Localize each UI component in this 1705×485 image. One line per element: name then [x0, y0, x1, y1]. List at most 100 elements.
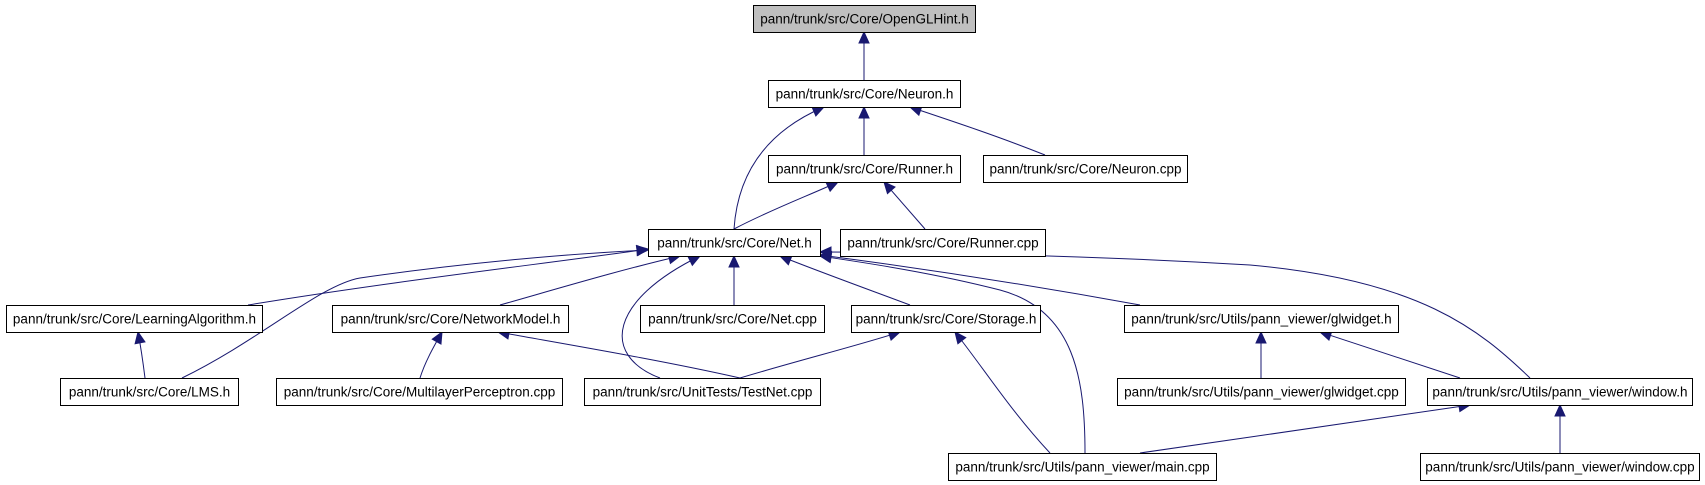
edge-line: [499, 255, 681, 306]
edge-line: [247, 248, 649, 306]
node-neuron-cpp[interactable]: pann/trunk/src/Core/Neuron.cpp: [983, 155, 1188, 183]
node-label: pann/trunk/src/Core/Runner.cpp: [847, 236, 1038, 251]
edge-layer: [134, 30, 1566, 454]
node-box: [1420, 453, 1700, 481]
node-label: pann/trunk/src/Utils/pann_viewer/window.…: [1432, 385, 1687, 400]
node-neuron-h[interactable]: pann/trunk/src/Core/Neuron.h: [768, 80, 961, 108]
node-box: [584, 378, 821, 406]
node-label: pann/trunk/src/Core/Neuron.h: [776, 87, 954, 102]
arrowhead: [954, 331, 967, 345]
node-box: [276, 378, 563, 406]
node-label: pann/trunk/src/Core/Runner.h: [776, 162, 953, 177]
node-label: pann/trunk/src/Core/Net.h: [657, 236, 812, 251]
edge-runner_h-to-neuron_h: [858, 105, 870, 155]
edge-storage_h-to-net_h: [778, 254, 911, 306]
node-box: [6, 305, 263, 333]
node-testnet-cpp[interactable]: pann/trunk/src/UnitTests/TestNet.cpp: [584, 378, 821, 406]
node-window-cpp[interactable]: pann/trunk/src/Utils/pann_viewer/window.…: [1420, 453, 1700, 481]
edge-line: [497, 331, 741, 379]
arrowhead: [636, 244, 650, 257]
node-runner-cpp[interactable]: pann/trunk/src/Core/Runner.cpp: [840, 229, 1046, 257]
node-glwidget-cpp[interactable]: pann/trunk/src/Utils/pann_viewer/glwidge…: [1117, 378, 1406, 406]
edge-main_cpp-to-net_h: [818, 251, 1086, 454]
node-mlp-cpp[interactable]: pann/trunk/src/Core/MultilayerPerceptron…: [276, 378, 563, 406]
node-label: pann/trunk/src/Core/LMS.h: [69, 385, 230, 400]
node-box: [640, 305, 825, 333]
edge-line: [733, 106, 825, 230]
node-box: [768, 155, 961, 183]
node-box: [1124, 305, 1399, 333]
node-box: [768, 80, 961, 108]
node-box: [1427, 378, 1693, 406]
edge-glwidget_h-to-net_h: [818, 250, 1141, 306]
node-networkmodel-h[interactable]: pann/trunk/src/Core/NetworkModel.h: [332, 305, 569, 333]
arrowhead: [431, 330, 443, 345]
node-glwidget-h[interactable]: pann/trunk/src/Utils/pann_viewer/glwidge…: [1124, 305, 1399, 333]
edge-neuron_cpp-to-neuron_h: [908, 105, 1046, 156]
edge-learning_h-to-net_h: [247, 244, 650, 306]
edge-lms_h-to-net_h: [181, 244, 650, 379]
node-storage-h[interactable]: pann/trunk/src/Core/Storage.h: [851, 305, 1041, 333]
arrowhead: [883, 181, 896, 195]
arrowhead: [818, 246, 832, 258]
edge-line: [819, 255, 1086, 454]
node-label: pann/trunk/src/Core/Net.cpp: [648, 312, 817, 327]
node-box: [983, 155, 1188, 183]
node-label: pann/trunk/src/Core/NetworkModel.h: [341, 312, 561, 327]
edge-testnet_cpp-to-networkmodel_h: [496, 328, 741, 379]
arrowhead: [687, 255, 702, 267]
node-box: [753, 5, 976, 33]
node-box: [948, 453, 1217, 481]
node-label: pann/trunk/src/UnitTests/TestNet.cpp: [593, 385, 813, 400]
edge-line: [819, 254, 1141, 306]
node-lms-h[interactable]: pann/trunk/src/Core/LMS.h: [60, 378, 239, 406]
node-label: pann/trunk/src/Core/OpenGLHint.h: [760, 12, 969, 27]
edge-main_cpp-to-window_h: [1139, 400, 1472, 454]
edge-net_h-to-runner_h: [733, 181, 840, 230]
arrowhead: [728, 254, 740, 268]
node-label: pann/trunk/src/Utils/pann_viewer/glwidge…: [1124, 385, 1399, 400]
edge-line: [909, 106, 1046, 156]
arrowhead: [1255, 330, 1267, 344]
node-openglhint: pann/trunk/src/Core/OpenGLHint.h: [753, 5, 976, 33]
edge-window_cpp-to-window_h: [1554, 403, 1566, 453]
node-net-cpp[interactable]: pann/trunk/src/Core/Net.cpp: [640, 305, 825, 333]
edge-line: [181, 249, 649, 379]
node-window-h[interactable]: pann/trunk/src/Utils/pann_viewer/window.…: [1427, 378, 1693, 406]
node-runner-h[interactable]: pann/trunk/src/Core/Runner.h: [768, 155, 961, 183]
edge-networkmodel_h-to-net_h: [499, 252, 682, 306]
arrowhead: [858, 30, 870, 44]
edge-lms_h-to-learning_h: [134, 330, 146, 379]
node-label: pann/trunk/src/Utils/pann_viewer/glwidge…: [1131, 312, 1391, 327]
node-label: pann/trunk/src/Core/LearningAlgorithm.h: [13, 312, 256, 327]
node-label: pann/trunk/src/Utils/pann_viewer/main.cp…: [955, 460, 1209, 475]
edge-line: [621, 255, 701, 379]
node-box: [851, 305, 1041, 333]
edge-line: [733, 181, 839, 230]
edge-line: [779, 255, 911, 306]
arrowhead: [825, 181, 840, 193]
edge-neuron_h-to-openglhint: [858, 30, 870, 80]
arrowhead: [811, 106, 826, 117]
node-label: pann/trunk/src/Core/Storage.h: [856, 312, 1037, 327]
node-box: [840, 229, 1046, 257]
node-box: [332, 305, 569, 333]
node-label: pann/trunk/src/Core/MultilayerPerceptron…: [284, 385, 556, 400]
node-box: [1117, 378, 1406, 406]
node-main-cpp[interactable]: pann/trunk/src/Utils/pann_viewer/main.cp…: [948, 453, 1217, 481]
edge-line: [954, 331, 1051, 454]
edge-window_h-to-glwidget_h: [1318, 330, 1461, 379]
edge-line: [1319, 331, 1461, 379]
node-box: [60, 378, 239, 406]
edge-testnet_cpp-to-storage_h: [739, 330, 902, 379]
arrowhead: [134, 330, 146, 345]
edge-net_cpp-to-net_h: [728, 254, 740, 305]
node-net-h[interactable]: pann/trunk/src/Core/Net.h: [648, 229, 821, 257]
arrowhead: [858, 105, 870, 119]
edge-mlp_cpp-to-networkmodel_h: [419, 330, 443, 379]
node-learning-h[interactable]: pann/trunk/src/Core/LearningAlgorithm.h: [6, 305, 263, 333]
node-layer: pann/trunk/src/Core/OpenGLHint.h pann/tru…: [6, 5, 1700, 481]
node-label: pann/trunk/src/Core/Neuron.cpp: [989, 162, 1181, 177]
edge-line: [1139, 404, 1471, 454]
